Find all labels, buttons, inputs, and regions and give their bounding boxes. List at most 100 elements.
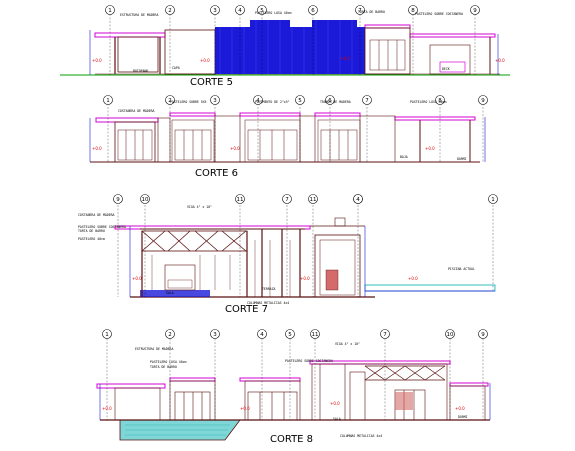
svg-text:DORMI: DORMI [458,415,468,419]
axis-bubble: 11 [308,194,318,204]
axis-bubble-label: 3 [213,8,217,14]
axis-bubble-label: 4 [356,197,360,203]
axis-bubble: 9 [478,329,488,339]
axis-bubble-label: 8 [411,8,415,14]
axis-bubble: 2 [165,329,175,339]
section-note: PISCINA ACTUAL [448,267,475,271]
axis-bubble-label: 4 [238,8,242,14]
axis-bubble: 9 [113,194,123,204]
axis-bubble-label: 8 [438,98,442,104]
svg-text:+0.0: +0.0 [408,276,418,281]
axis-bubble: 1 [103,95,113,105]
axis-bubble: 3 [210,329,220,339]
svg-text:+0.0: +0.0 [425,146,435,151]
svg-text:TERRAZA: TERRAZA [262,287,276,291]
axis-bubble: 4 [235,5,245,15]
axis-bubble-label: 7 [383,332,387,338]
section-note: PASTELERO SOBRE 5X5 [170,100,207,104]
svg-text:+0.0: +0.0 [102,406,112,411]
section-note: COSTANERA DE MADERA [118,109,155,113]
axis-bubble: 7 [362,95,372,105]
svg-text:DECK: DECK [442,67,450,71]
section-note: TRAMOS DE MADERA [320,100,351,104]
svg-text:SALA: SALA [333,417,341,421]
section-title: CORTE 6 [195,168,238,179]
axis-bubble-label: 7 [285,197,289,203]
axis-bubble: 11 [235,194,245,204]
axis-bubble: 11 [310,329,320,339]
svg-text:+0.0: +0.0 [92,58,102,63]
svg-text:+0.0: +0.0 [300,276,310,281]
svg-text:+0.0: +0.0 [92,146,102,151]
axis-bubble-label: 9 [473,8,477,14]
axis-bubble-label: 4 [256,98,260,104]
axis-bubble: 3 [210,5,220,15]
section-note: PASTELERO SOBRE COSTANERA [285,359,333,363]
axis-bubble-label: 5 [260,8,264,14]
section-note: COSTANERA DE MADERA [78,213,115,217]
axis-bubble: 6 [308,5,318,15]
svg-text:+0.0: +0.0 [330,401,340,406]
axis-bubble: 1 [102,329,112,339]
svg-text:+0.0: +0.0 [132,276,142,281]
section-note: TORTA DE BARRO [78,229,105,233]
svg-text:+0.0: +0.0 [230,146,240,151]
axis-bubble-label: 1 [108,8,112,14]
axis-bubble-label: 4 [260,332,264,338]
svg-text:+0.0: +0.0 [455,406,465,411]
axis-bubble-label: 2 [168,98,172,104]
axis-bubble: 1 [488,194,498,204]
axis-bubble-label: 7 [365,98,369,104]
axis-bubble-label: 11 [237,197,244,203]
section-note: PASTELERO SOBRE COSTANERA [78,225,126,229]
section-note: PASTELERO LOSA 40cm [255,11,292,15]
axis-bubble: 9 [478,95,488,105]
section-note: PASTELERO LOSA 40cm [410,100,447,104]
axis-bubble-label: 7 [358,8,362,14]
axis-bubble-label: 10 [447,332,454,338]
axis-bubble: 9 [470,5,480,15]
section-note: PAVIMENTO DE 2"x5" [255,100,290,104]
section-title: CORTE 5 [190,77,233,88]
axis-bubble: 7 [380,329,390,339]
svg-text:+0.0: +0.0 [495,58,505,63]
axis-bubble-label: 6 [311,8,315,14]
axis-bubble: 5 [285,329,295,339]
axis-bubble: 1 [105,5,115,15]
axis-bubble-label: 10 [142,197,149,203]
axis-bubble-label: 1 [105,332,109,338]
axis-bubble-label: 1 [106,98,110,104]
axis-bubble: 5 [257,5,267,15]
section-note: ESTRUCTURA DE MADERA [120,13,158,17]
axis-bubble: 4 [257,329,267,339]
axis-bubble-label: 6 [328,98,332,104]
svg-text:CAPA: CAPA [172,66,180,70]
axis-bubble-label: 11 [310,197,317,203]
section-title: CORTE 7 [225,304,268,315]
axis-bubble-label: 2 [168,8,172,14]
axis-bubble: 8 [435,95,445,105]
axis-bubble: 4 [353,194,363,204]
section-note: PASTELERO SOBRE COSTANERA [415,12,463,16]
axis-bubble-label: 3 [213,98,217,104]
section-note: VIGA 4" x 10" [187,205,212,209]
section-note: PASTELERO 40cm [78,237,105,241]
section-note: TORTA DE BARRO [150,365,177,369]
axis-bubble: 3 [210,95,220,105]
section-note: COLUMNAS METALICAS 4x4 [247,301,289,305]
section-note: TORTA DE BARRO [358,10,385,14]
section-corte-5: +0.0+0.0+0.0+0.0 BOTOPANO CAPA DECK [60,14,510,76]
svg-text:DORMI: DORMI [457,157,467,161]
axis-bubble-label: 2 [168,332,172,338]
axis-bubble: 2 [165,5,175,15]
axis-bubble: 7 [355,5,365,15]
svg-text:BAJA: BAJA [400,155,408,159]
svg-text:BOTOPANO: BOTOPANO [133,69,148,73]
svg-text:+0.0: +0.0 [200,58,210,63]
axis-bubble: 6 [325,95,335,105]
axis-bubble-label: 11 [312,332,319,338]
